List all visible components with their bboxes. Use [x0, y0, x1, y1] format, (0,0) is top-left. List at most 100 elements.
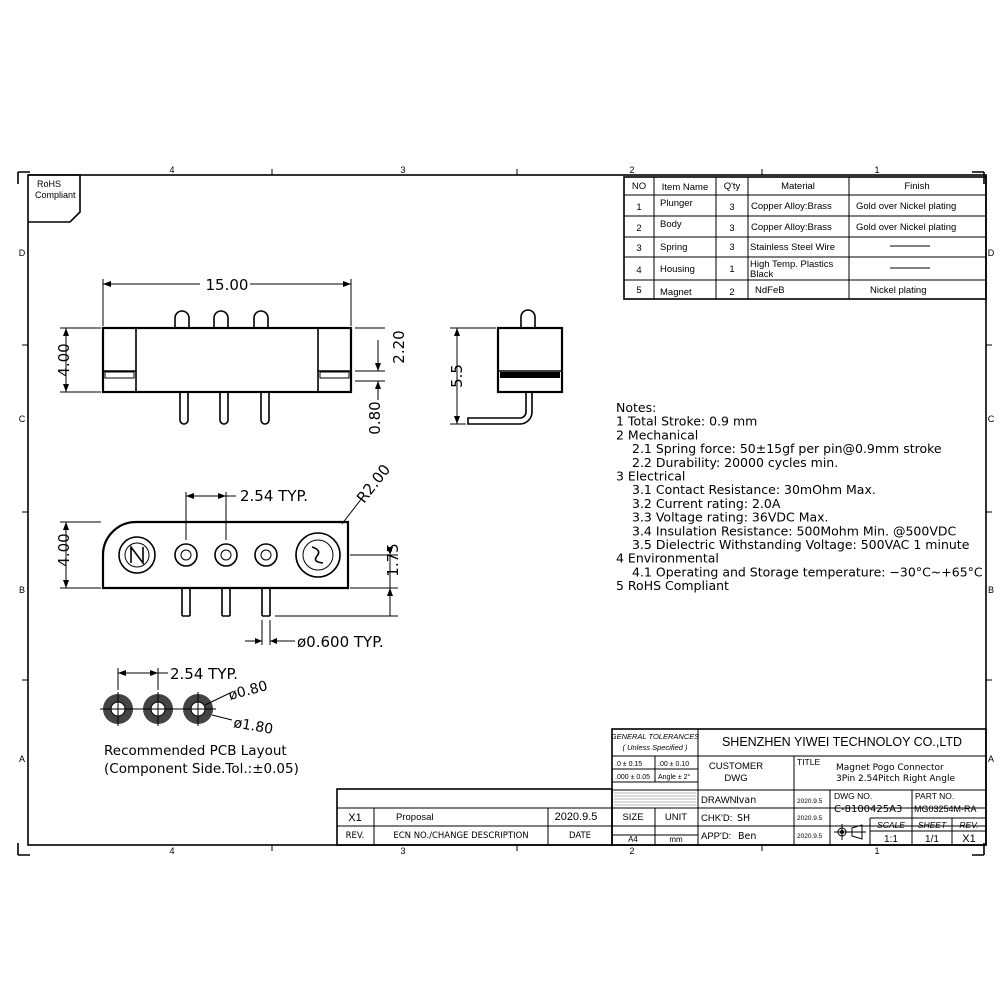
zone-row-c: C: [19, 414, 26, 424]
zone-row-d-right: D: [988, 248, 995, 258]
bom-row2-item: Body: [660, 219, 682, 230]
bom-row4-material-l2: Black: [750, 269, 773, 280]
customer-dwg-l2: DWG: [724, 773, 747, 784]
bom-row1-item: Plunger: [660, 198, 693, 209]
bom-header-qty: Q'ty: [724, 181, 741, 192]
notes: Notes:1 Total Stroke: 0.9 mm2 Mechanical…: [616, 400, 983, 593]
zone-row-d: D: [19, 248, 26, 258]
unit-label: UNIT: [665, 812, 687, 823]
drawn-date: 2020.9.5: [797, 798, 823, 805]
appd-label: APP'D:: [701, 831, 731, 842]
note-line: Notes:: [616, 400, 656, 415]
bom-row3-material: Stainless Steel Wire: [750, 242, 835, 253]
bom-row2-qty: 3: [729, 223, 734, 234]
tol-a: .0 ± 0.15: [615, 761, 642, 768]
bom-row1-qty: 3: [729, 202, 734, 213]
bom-row4-item: Housing: [660, 264, 695, 275]
appd-date: 2020.9.5: [797, 833, 823, 840]
size-label: SIZE: [622, 812, 643, 823]
pcb-pitch: 2.54 TYP.: [170, 665, 238, 683]
bom-row5-no: 5: [636, 285, 641, 296]
rev-value: X1: [348, 812, 361, 824]
bom-row4-qty: 1: [729, 264, 734, 275]
bom-table: NO Item Name Q'ty Material Finish 1 Plun…: [623, 176, 987, 300]
bom-row3-item: Spring: [660, 242, 687, 253]
bom-row5-material: NdFeB: [755, 285, 785, 296]
pcb-pad-dia: ø1.80: [232, 715, 274, 738]
zone-col-2: 2: [629, 165, 634, 175]
tol-d: Angle ± 2°: [658, 773, 691, 781]
dim-pitch-2-54: 2.54 TYP.: [240, 487, 308, 505]
bottom-view: 2.54 TYP. R2.00 4.00 1.75 ø0.600 TYP.: [55, 461, 402, 651]
rev-header-desc: ECN NO./CHANGE DESCRIPTION: [393, 831, 528, 841]
zone-col-3-bottom: 3: [400, 846, 405, 856]
zone-labels: 4 3 2 1 4 3 2 1 D C B A D C B A: [19, 165, 995, 856]
appd-by: Ben: [738, 831, 756, 842]
rev-desc: Proposal: [396, 812, 434, 823]
dim-width-15: 15.00: [206, 276, 249, 294]
scale-value: 1:1: [884, 834, 898, 845]
chkd-date: 2020.9.5: [797, 815, 823, 822]
zone-col-1-bottom: 1: [874, 846, 879, 856]
title-block: GENERAL TOLERANCES ( Unless Specified ) …: [611, 728, 987, 846]
part-no: MG03254M-RA: [914, 804, 977, 814]
note-line: 3.5 Dielectric Withstanding Voltage: 500…: [632, 537, 970, 552]
pcb-layout-drawing: 2.54 TYP. ø0.80 ø1.80 Recommended PCB La…: [100, 665, 299, 777]
chkd-by: SH: [737, 813, 750, 824]
note-line: 4.1 Operating and Storage temperature: −…: [632, 564, 983, 579]
title-line1: Magnet Pogo Connector: [836, 763, 944, 773]
zone-row-b: B: [19, 585, 25, 595]
dwg-no: C-8100425A3: [834, 804, 902, 815]
side-view: 5.5: [448, 309, 564, 425]
gen-tol-sub: ( Unless Specified ): [622, 743, 688, 752]
bom-row4-material-l1: High Temp. Plastics: [750, 259, 833, 270]
bom-row5-qty: 2: [729, 287, 734, 298]
note-line: 3.2 Current rating: 2.0A: [632, 496, 781, 511]
zone-row-c-right: C: [988, 414, 995, 424]
dim-radius-r2: R2.00: [353, 461, 394, 507]
zone-col-3: 3: [400, 165, 405, 175]
bom-row2-material: Copper Alloy:Brass: [751, 222, 832, 233]
rev-date: 2020.9.5: [555, 811, 598, 823]
bom-row2-finish: Gold over Nickel plating: [856, 222, 956, 233]
rev-header-rev: REV.: [346, 831, 365, 841]
pcb-layout-tolerance: (Component Side.Tol.:±0.05): [104, 761, 299, 777]
note-line: 5 RoHS Compliant: [616, 578, 729, 593]
note-line: 4 Environmental: [616, 551, 719, 566]
tol-c: .000 ± 0.05: [615, 774, 650, 781]
dim-pin-dia: ø0.600 TYP.: [297, 633, 384, 651]
note-line: 2.2 Durability: 20000 cycles min.: [632, 455, 838, 470]
dim-plunger-2-20: 2.20: [390, 330, 408, 363]
dim-height-4: 4.00: [55, 343, 73, 376]
front-view: 15.00 4.00 2.20 0.80: [55, 276, 408, 435]
bom-row4-no: 4: [636, 265, 641, 276]
bom-row3-no: 3: [636, 243, 641, 254]
note-line: 2.1 Spring force: 50±15gf per pin@0.9mm …: [632, 441, 942, 456]
company-name: SHENZHEN YIWEI TECHNOLOY CO.,LTD: [722, 735, 962, 749]
zone-row-b-right: B: [988, 585, 994, 595]
revision-table: X1 Proposal 2020.9.5 REV. ECN NO./CHANGE…: [336, 788, 613, 846]
bom-row2-no: 2: [636, 223, 641, 234]
rohs-badge: RoHS Compliant: [28, 174, 81, 223]
note-line: 3.4 Insulation Resistance: 500Mohm Min. …: [632, 523, 957, 538]
projection-symbol-icon: [834, 824, 866, 840]
pcb-layout-title: Recommended PCB Layout: [104, 743, 287, 759]
bom-row1-finish: Gold over Nickel plating: [856, 201, 956, 212]
note-line: 3 Electrical: [616, 469, 685, 484]
dwg-no-label: DWG NO.: [834, 791, 872, 801]
scale-label: SCALE: [877, 820, 905, 830]
dim-offset-1-75: 1.75: [384, 543, 402, 576]
note-line: 2 Mechanical: [616, 427, 698, 442]
note-line: 3.3 Voltage rating: 36VDC Max.: [632, 510, 829, 525]
dim-bottom-4: 4.00: [55, 533, 73, 566]
bom-header-finish: Finish: [904, 181, 929, 192]
bom-header-item: Item Name: [662, 182, 708, 193]
dim-tail-0-80: 0.80: [366, 401, 384, 434]
tol-b: .00 ± 0.10: [658, 761, 689, 768]
sheet-value: 1/1: [925, 834, 939, 845]
bom-row1-no: 1: [636, 202, 641, 213]
rev-label: REV.: [959, 820, 978, 830]
note-line: 1 Total Stroke: 0.9 mm: [616, 414, 757, 429]
bom-row1-material: Copper Alloy:Brass: [751, 201, 832, 212]
